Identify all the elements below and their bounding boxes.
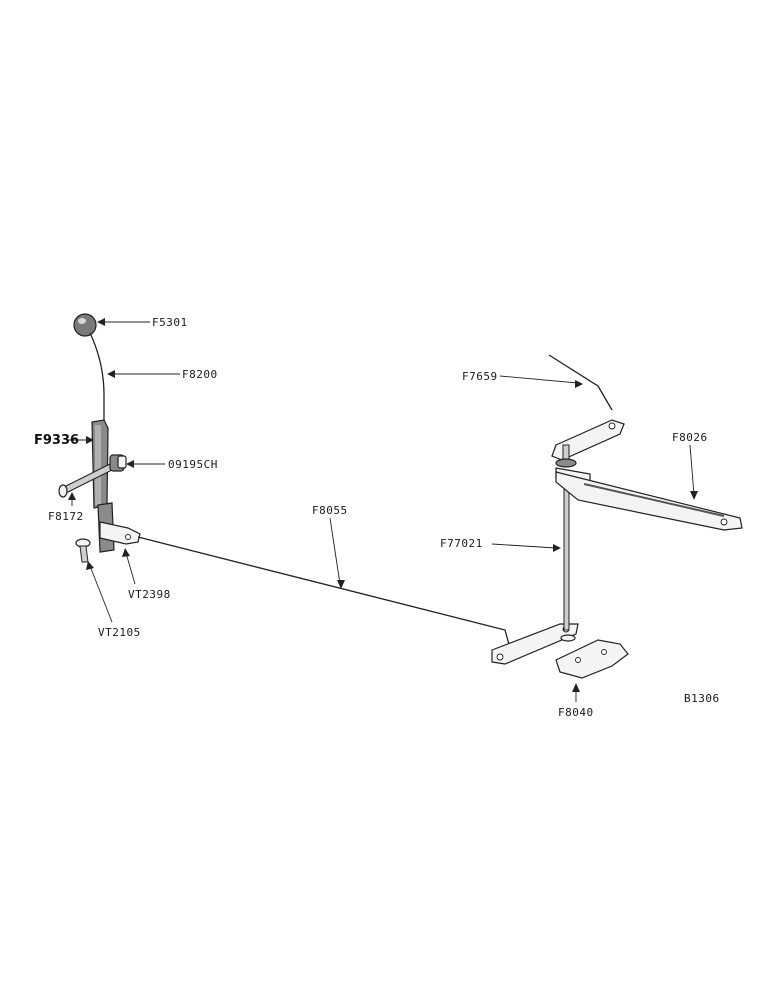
label-F7659: F7659 [462, 370, 498, 383]
leader-F8026 [689, 444, 695, 496]
label-VT2105: VT2105 [98, 626, 141, 639]
bottom-link-plate [491, 623, 579, 665]
bent-rod [548, 354, 613, 411]
label-F77021: F77021 [440, 537, 483, 550]
lever-rod [89, 332, 105, 425]
long-bar [555, 471, 743, 531]
right-linkage-assembly [548, 354, 743, 679]
label-F8040: F8040 [558, 706, 594, 719]
long-rod-assembly [137, 536, 579, 665]
clevis-pin [75, 538, 91, 563]
leader-VT2398 [125, 552, 136, 585]
label-F5301: F5301 [152, 316, 188, 329]
figure-id: B1306 [684, 692, 720, 705]
leader-F7659 [499, 375, 579, 384]
leader-VT2105 [89, 565, 113, 623]
label-F8026: F8026 [672, 431, 708, 444]
lock-nut [117, 455, 127, 469]
label-F8172: F8172 [48, 510, 84, 523]
label-F8055: F8055 [312, 504, 348, 517]
label-09195CH: 09195CH [168, 458, 218, 471]
label-F8200: F8200 [182, 368, 218, 381]
washer [560, 634, 576, 642]
pivot-bolt [58, 454, 125, 498]
lever-knob [73, 313, 97, 337]
vertical-rod [563, 469, 570, 631]
leader-F8055 [329, 517, 341, 585]
label-F9336: F9336 [34, 433, 79, 448]
gear-lever-assembly [58, 313, 141, 563]
label-VT2398: VT2398 [128, 588, 171, 601]
long-rod [137, 536, 511, 649]
floor-bracket [555, 639, 629, 679]
top-arm-plate [551, 419, 625, 461]
leader-F77021 [491, 543, 557, 549]
